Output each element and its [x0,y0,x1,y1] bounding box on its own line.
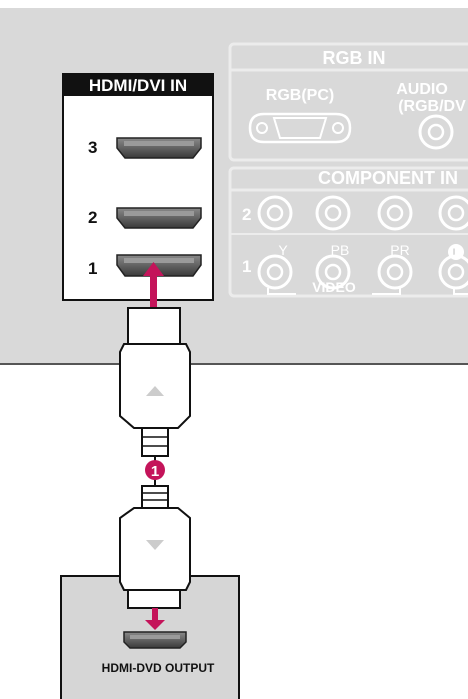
component-jack-icon [315,254,351,290]
rgb-in-title: RGB IN [323,48,386,68]
rgb-pc-label: RGB(PC) [266,87,334,104]
audio-label-sub: (RGB/DV [398,98,466,115]
hdmi-port-3-pins [124,141,194,146]
hdmi-cable-plug-lower [119,485,191,609]
component-jack-icon [315,195,351,231]
jack-label-y: Y [278,242,288,258]
jack-label-pr: PR [390,242,409,258]
hdmi-port-number-2: 2 [88,208,97,227]
audio-label: AUDIO [396,81,448,98]
step-badge: 1 [145,460,165,480]
triangle-down-icon [146,540,164,550]
hdmi-port-2-pins [124,211,194,216]
video-label: VIDEO [312,279,356,295]
component-in-panel: COMPONENT IN 2 1 Y PB PR L VIDEO [228,166,468,298]
component-jack-icon [257,254,293,290]
component-jack-icon [438,195,468,231]
component-in-title: COMPONENT IN [318,168,458,188]
arrow-down-icon [145,608,165,630]
hdmi-panel-title: HDMI/DVI IN [89,76,187,95]
hdmi-dvi-in-panel: HDMI/DVI IN 3 2 1 [62,73,214,301]
rgb-in-panel: RGB IN RGB(PC) AUDIO (RGB/DV [228,42,468,162]
hdmi-cable-plug-upper [119,307,191,457]
hdmi-port-number-3: 3 [88,138,97,157]
audio-jack-icon [418,114,454,150]
triangle-up-icon [146,386,164,396]
arrow-up-icon [143,262,164,314]
component-jack-icon [377,254,413,290]
svg-text:1: 1 [151,463,159,480]
jack-label-pb: PB [331,242,350,258]
hdmi-dvd-output-label: HDMI-DVD OUTPUT [102,661,215,675]
component-row-1-number: 1 [242,257,251,276]
hdmi-port-number-1: 1 [88,259,97,278]
hdmi-output-port-icon [123,631,187,649]
hdmi-port-1-pins [124,258,194,263]
component-jack-icon [257,195,293,231]
svg-text:L: L [452,246,459,260]
vga-port-icon [248,112,352,144]
component-jack-icon [438,254,468,290]
component-row-2-number: 2 [242,205,251,224]
component-jack-icon [377,195,413,231]
